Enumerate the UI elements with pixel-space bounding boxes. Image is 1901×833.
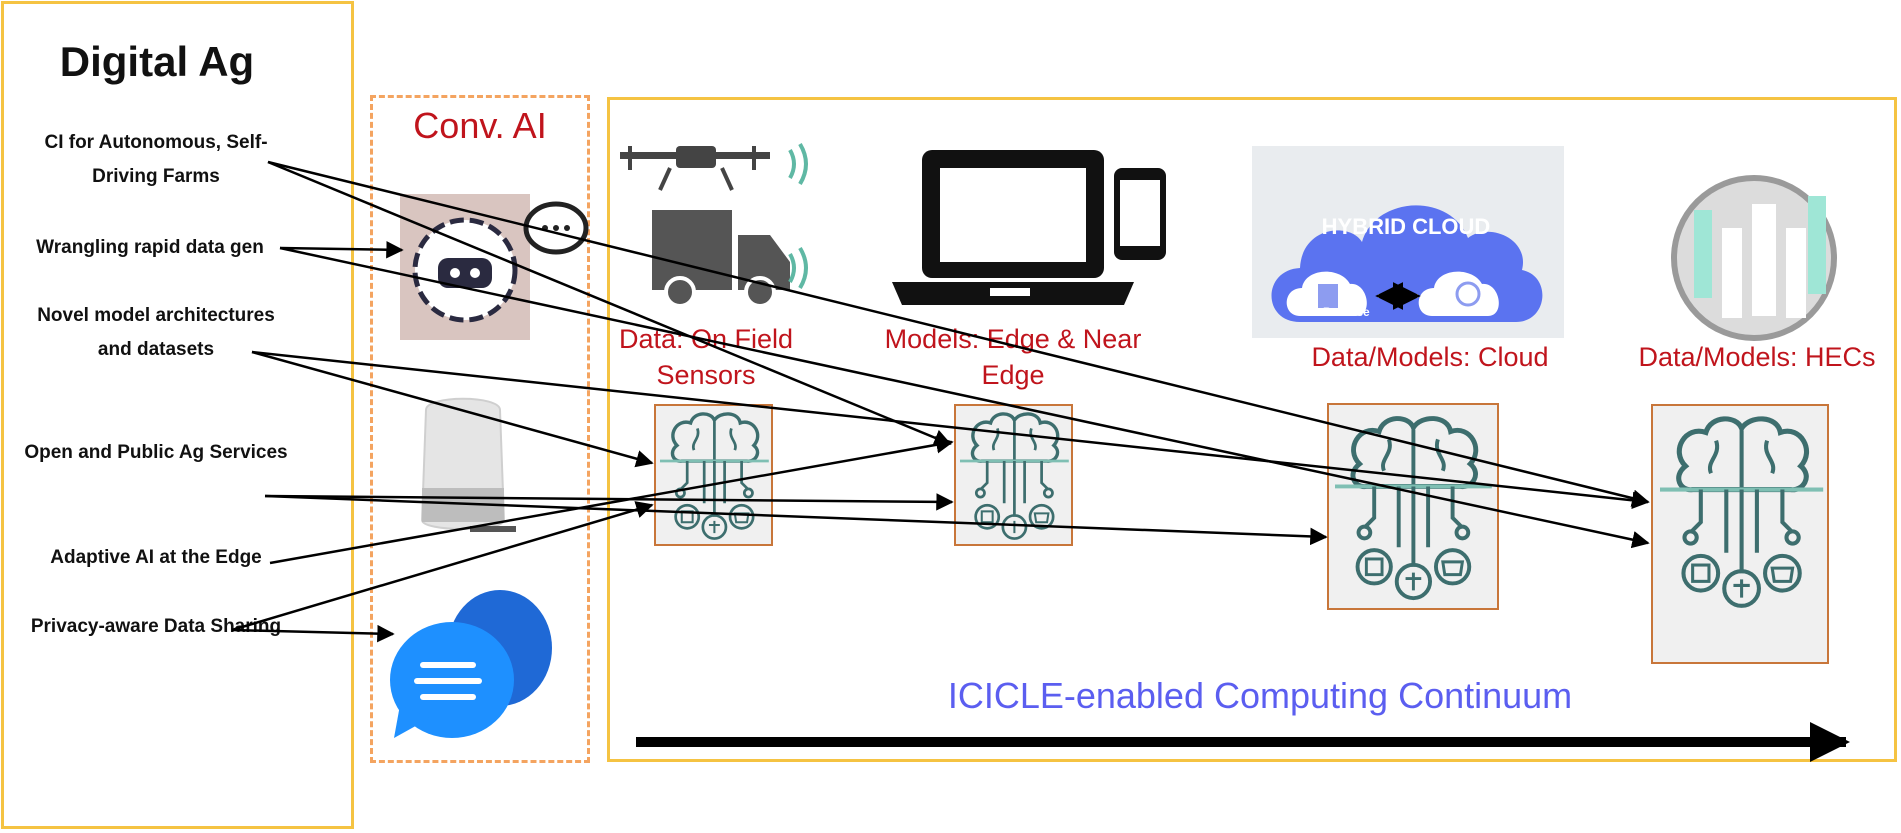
digital-ag-panel	[1, 1, 354, 829]
item-open-services: Open and Public Ag Services	[24, 442, 288, 463]
truck-icon	[652, 210, 808, 308]
brain-model-sensors	[654, 404, 773, 546]
stage-label-edge: Models: Edge & Near Edge	[884, 324, 1142, 390]
cloud-label: Cloud	[1451, 305, 1485, 319]
chat-bubbles-icon	[390, 590, 552, 738]
chatbot-icon	[400, 194, 589, 340]
item-wrangling-data: Wrangling rapid data gen	[36, 237, 264, 258]
stage-label-hecs: Data/Models: HECs	[1638, 342, 1876, 372]
phone-icon	[1114, 168, 1166, 260]
brain-model-cloud	[1327, 403, 1499, 610]
hybrid-cloud-title: HYBRID CLOUD	[1322, 214, 1491, 239]
conv-ai-title: Conv. AI	[413, 105, 547, 146]
hybrid-cloud-icon	[1252, 146, 1564, 338]
digital-ag-title: Digital Ag	[59, 38, 255, 85]
item-novel-models: Novel model architectures and datasets	[37, 305, 275, 360]
item-autonomous-farms: CI for Autonomous, Self-Driving Farms	[44, 132, 268, 187]
computing-continuum-panel	[607, 97, 1897, 762]
server-icon	[1671, 175, 1837, 341]
on-premise-label: On-Premise	[1302, 305, 1370, 319]
brain-model-edge	[954, 404, 1073, 546]
smart-speaker-icon	[420, 397, 516, 532]
conv-ai-panel	[370, 95, 590, 763]
item-privacy-sharing: Privacy-aware Data Sharing	[30, 616, 282, 637]
item-adaptive-ai: Adaptive AI at the Edge	[50, 547, 262, 568]
laptop-icon	[892, 150, 1134, 305]
continuum-caption: ICICLE-enabled Computing Continuum	[947, 675, 1573, 716]
stage-label-cloud: Data/Models: Cloud	[1311, 342, 1549, 372]
drone-icon	[620, 142, 808, 191]
brain-model-hecs	[1651, 404, 1829, 664]
connector-arrows	[231, 160, 1650, 643]
